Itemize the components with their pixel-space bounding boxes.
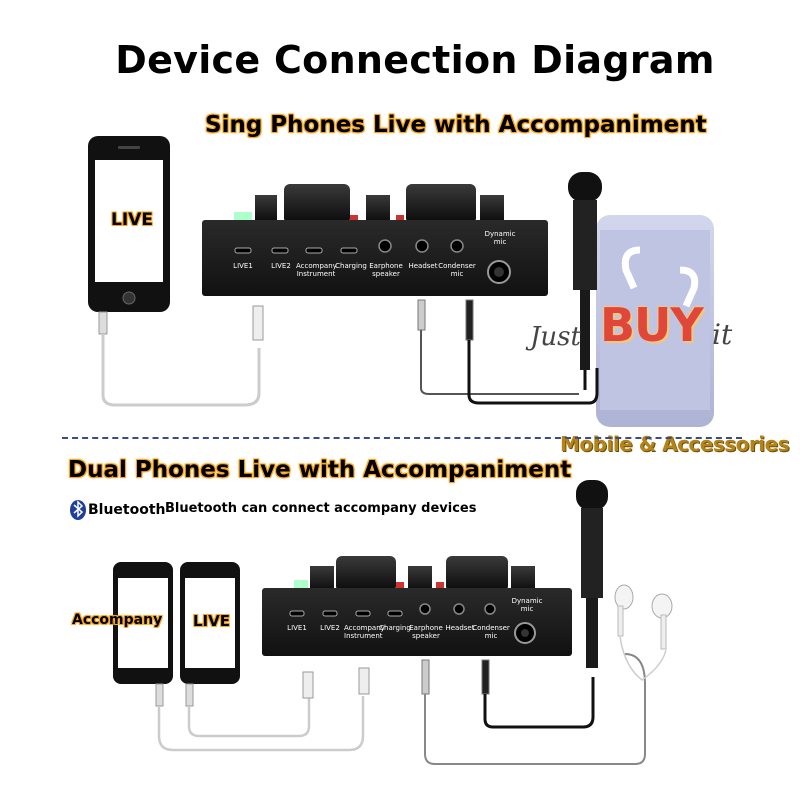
section1-cables [99,300,597,405]
port-accompany-label: Accompany Instrument [296,262,336,278]
bluetooth-logo: Bluetooth [88,500,166,520]
port-live2-label: LIVE2 [266,262,296,270]
port-condenser-label: Condenser mic [437,262,477,278]
microphone-2 [576,480,608,668]
port-live1-label: LIVE1 [228,262,258,270]
section2-subtitle: Dual Phones Live with Accompaniment [68,457,571,483]
bluetooth-icon [70,500,86,520]
earphones-icon [615,585,672,680]
port2-dynamic-label: Dynamic mic [510,597,544,613]
watermark-tagline: Mobile & Accessories [560,432,789,456]
section-divider [62,437,742,439]
port2-condenser-label: Condenser mic [472,624,510,640]
port2-live2-label: LIVE2 [316,624,344,632]
port-charging-label: Charging [331,262,371,270]
phone-accompany-label: Accompany [72,612,162,628]
bluetooth-description: Bluetooth can connect accompany devices [165,501,477,516]
watermark-it: it [712,318,732,351]
port2-live1-label: LIVE1 [283,624,311,632]
phone-live-label: LIVE [111,210,153,230]
watermark-just: Just [530,322,581,352]
watermark-buy: BUY [600,298,703,352]
port-headset-label: Headset [407,262,439,270]
port-earphone-label: Earphone speaker [368,262,404,278]
port-dynamic-label: Dynamic mic [482,230,518,246]
phone-live2-label: LIVE [193,612,230,630]
port2-earphone-label: Earphone speaker [409,624,443,640]
